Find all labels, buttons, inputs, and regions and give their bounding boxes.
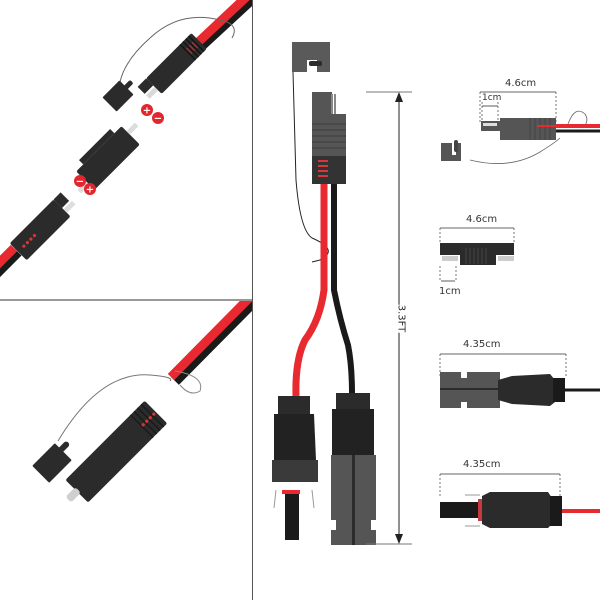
polarity-badge-plus-2: + xyxy=(84,183,96,196)
wire-black xyxy=(331,184,355,395)
dust-cap xyxy=(292,42,330,72)
panel-divider-horizontal xyxy=(0,299,252,301)
sae-connector-bottom xyxy=(10,192,76,260)
sae-adapter-total-label: 4.6cm xyxy=(466,214,498,225)
sae-side-view xyxy=(441,91,600,164)
cable xyxy=(167,301,252,385)
svg-text:+: + xyxy=(86,185,94,196)
sae-adapter-sub-label: 1cm xyxy=(439,286,461,297)
polarity-badge-minus-1: − xyxy=(152,112,164,125)
dimensions-illustration xyxy=(439,91,600,528)
mc4-connector-left xyxy=(272,396,318,540)
sae-side-sub-label: 1cm xyxy=(482,93,502,103)
sae-connection-illustration: + − − + xyxy=(0,0,252,278)
sae-connector xyxy=(66,401,167,502)
wire-red xyxy=(292,184,328,397)
svg-text:+: + xyxy=(143,106,151,117)
sae-dust-cap-panel xyxy=(0,301,252,600)
panel-divider-vertical xyxy=(252,0,253,600)
cable-length-label: 3.3FT xyxy=(394,304,408,333)
dust-cap xyxy=(32,441,72,483)
sae-connection-panel: + − − + xyxy=(0,0,252,299)
bottom-cable xyxy=(0,244,22,278)
mc4-male-view xyxy=(439,473,600,528)
cable-illustration xyxy=(272,42,412,545)
dimensions-panel: 4.6cm 1cm 4.6cm 1cm 4.35cm 4.35cm xyxy=(423,0,600,600)
mc4-connector-right xyxy=(331,393,376,545)
sae-side-total-label: 4.6cm xyxy=(505,78,537,89)
sae-connector xyxy=(312,92,346,184)
sae-connector-top xyxy=(137,33,207,99)
mc4-male-total-label: 4.35cm xyxy=(463,459,501,470)
mc4-female-view xyxy=(439,353,600,408)
cable-length-panel: 3.3FT xyxy=(253,0,423,600)
top-cable xyxy=(187,0,252,57)
svg-text:−: − xyxy=(76,177,84,188)
dust-cap-top xyxy=(102,80,134,112)
mc4-female-total-label: 4.35cm xyxy=(463,339,501,350)
polarity-badge-minus-2: − xyxy=(74,175,86,188)
polarity-badge-plus-1: + xyxy=(141,104,153,117)
sae-connector-with-dust-cap-illustration xyxy=(32,301,252,502)
svg-text:−: − xyxy=(154,114,162,125)
sae-adapter-top-view xyxy=(439,227,515,282)
